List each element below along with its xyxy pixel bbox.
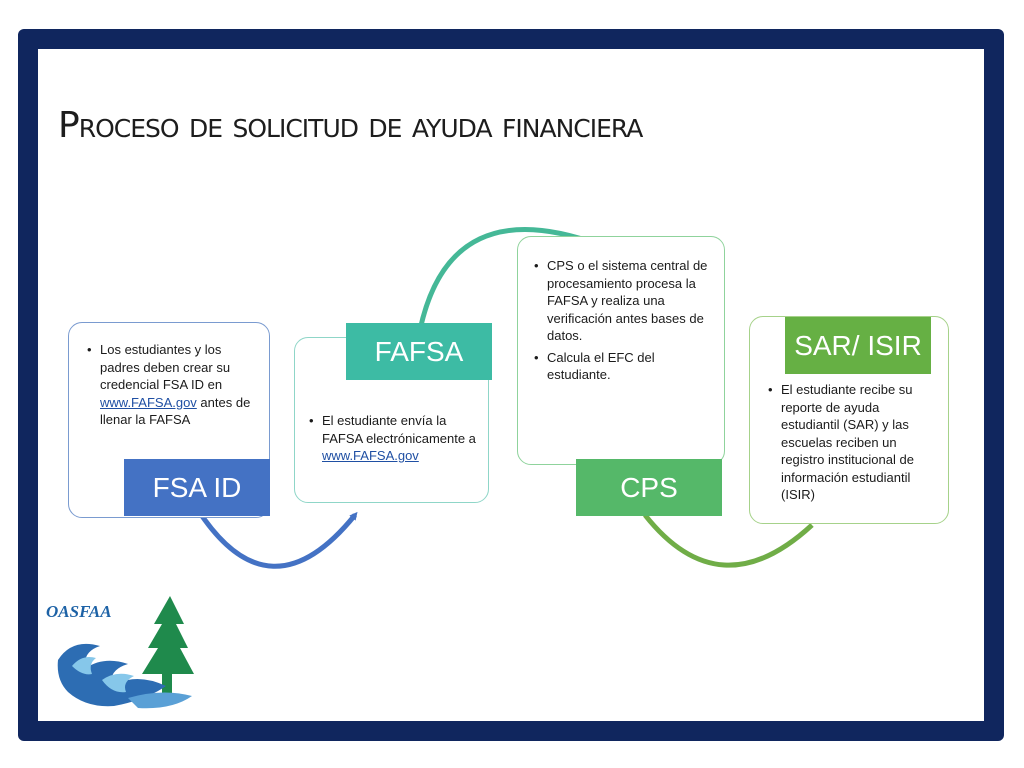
fsa-id-label: FSA ID	[124, 459, 270, 516]
cps-label: CPS	[576, 459, 722, 516]
fafsa-link[interactable]: www.FAFSA.gov	[322, 448, 419, 463]
fafsa-bullet: El estudiante envía la FAFSA electrónica…	[307, 412, 478, 465]
fafsa-label: FAFSA	[346, 323, 492, 380]
wave-and-tree-logo-icon	[57, 596, 194, 709]
arc-fsa-to-fafsa	[195, 508, 358, 569]
cps-card: CPS o el sistema central de procesamient…	[517, 236, 725, 465]
sar-isir-bullet: El estudiante recibe su reporte de ayuda…	[766, 381, 936, 504]
arc-cps-to-sar	[643, 513, 814, 568]
slide-title: Proceso de solicitud de ayuda financiera	[58, 105, 643, 146]
oasfaa-logo: OASFAA	[42, 590, 212, 715]
arc-fafsa-to-cps	[417, 227, 601, 331]
cps-bullet-2: Calcula el EFC del estudiante.	[532, 349, 712, 384]
cps-bullet-1: CPS o el sistema central de procesamient…	[532, 257, 712, 345]
fafsa-link[interactable]: www.FAFSA.gov	[100, 394, 197, 410]
sar-isir-label: SAR/ ISIR	[785, 317, 931, 374]
logo-text: OASFAA	[46, 602, 112, 621]
fsa-id-bullet: Los estudiantes y los padres deben crear…	[85, 341, 257, 429]
